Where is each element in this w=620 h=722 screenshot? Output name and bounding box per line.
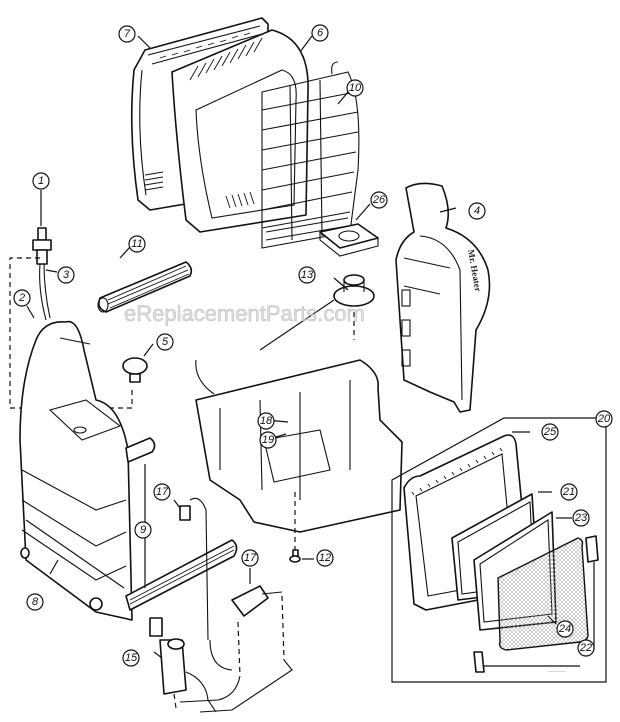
svg-text:23: 23 bbox=[574, 512, 588, 524]
part-6-top-shell bbox=[171, 29, 309, 233]
svg-text:9: 9 bbox=[140, 524, 146, 536]
callout-5[interactable]: 5 bbox=[156, 333, 174, 351]
svg-text:4: 4 bbox=[474, 205, 480, 217]
callout-24[interactable]: 24 bbox=[556, 620, 574, 638]
part-12-screw bbox=[289, 549, 301, 563]
svg-text:2: 2 bbox=[18, 292, 25, 304]
callout-3[interactable]: 3 bbox=[57, 266, 75, 284]
part-8-front-housing bbox=[19, 320, 133, 621]
part-17-pilot-assembly bbox=[179, 585, 293, 713]
svg-text:3: 3 bbox=[63, 269, 70, 281]
callout-22[interactable]: 22 bbox=[577, 639, 595, 657]
svg-text:24: 24 bbox=[558, 623, 571, 635]
callout-10[interactable]: 10 bbox=[346, 79, 364, 97]
callout-7[interactable]: 7 bbox=[118, 25, 136, 43]
callout-26[interactable]: 26 bbox=[370, 191, 388, 209]
callout-13[interactable]: 13 bbox=[298, 266, 316, 284]
callout-17a[interactable]: 17 bbox=[153, 483, 171, 501]
footer-code: ~~~~ ~~ ~~~ bbox=[548, 669, 566, 673]
callout-9[interactable]: 9 bbox=[134, 521, 152, 539]
part-9-handle bbox=[125, 437, 238, 611]
igniter-assembly bbox=[9, 227, 133, 409]
svg-text:8: 8 bbox=[32, 596, 39, 608]
callout-17b[interactable]: 17 bbox=[241, 549, 259, 567]
part-4-rear-housing: Mr. Heater bbox=[395, 182, 491, 413]
svg-text:10: 10 bbox=[349, 82, 362, 94]
callout-19[interactable]: 19 bbox=[259, 431, 277, 449]
svg-text:17: 17 bbox=[244, 552, 257, 564]
part-17-connector bbox=[179, 497, 209, 641]
part-15-valve bbox=[149, 617, 217, 713]
callout-21[interactable]: 21 bbox=[560, 483, 578, 501]
callout-23[interactable]: 23 bbox=[572, 509, 590, 527]
svg-text:5: 5 bbox=[162, 336, 169, 348]
svg-text:13: 13 bbox=[301, 269, 314, 281]
svg-text:17: 17 bbox=[156, 486, 169, 498]
svg-text:15: 15 bbox=[125, 652, 138, 664]
callout-18[interactable]: 18 bbox=[257, 412, 275, 430]
part-26-regulator-cover bbox=[319, 223, 379, 257]
part-13-regulator bbox=[259, 274, 375, 351]
part-5-control-knob bbox=[122, 357, 148, 383]
svg-text:18: 18 bbox=[260, 415, 273, 427]
svg-text:19: 19 bbox=[262, 434, 274, 446]
svg-text:22: 22 bbox=[579, 642, 592, 654]
part-11-handle-grip bbox=[97, 261, 193, 313]
svg-text:25: 25 bbox=[543, 426, 557, 438]
svg-text:26: 26 bbox=[372, 194, 386, 206]
part-22-clips bbox=[473, 535, 599, 673]
svg-text:21: 21 bbox=[562, 486, 575, 498]
svg-text:12: 12 bbox=[319, 552, 331, 564]
callout-25[interactable]: 25 bbox=[541, 423, 559, 441]
callout-15[interactable]: 15 bbox=[122, 649, 140, 667]
callout-8[interactable]: 8 bbox=[26, 593, 44, 611]
callout-1[interactable]: 1 bbox=[32, 172, 50, 190]
callout-12[interactable]: 12 bbox=[316, 549, 334, 567]
svg-text:20: 20 bbox=[597, 413, 611, 425]
burner-frame bbox=[195, 359, 403, 550]
callout-20[interactable]: 20 bbox=[595, 410, 613, 428]
callout-4[interactable]: 4 bbox=[468, 202, 486, 220]
watermark: eReplacementParts.com bbox=[124, 301, 365, 326]
callout-11[interactable]: 11 bbox=[128, 235, 146, 253]
svg-text:6: 6 bbox=[317, 27, 324, 39]
callout-6[interactable]: 6 bbox=[311, 24, 329, 42]
callout-2[interactable]: 2 bbox=[13, 289, 31, 307]
leader-lines bbox=[26, 35, 572, 659]
svg-text:7: 7 bbox=[124, 28, 131, 40]
svg-text:11: 11 bbox=[131, 238, 142, 250]
svg-text:1: 1 bbox=[38, 175, 44, 187]
